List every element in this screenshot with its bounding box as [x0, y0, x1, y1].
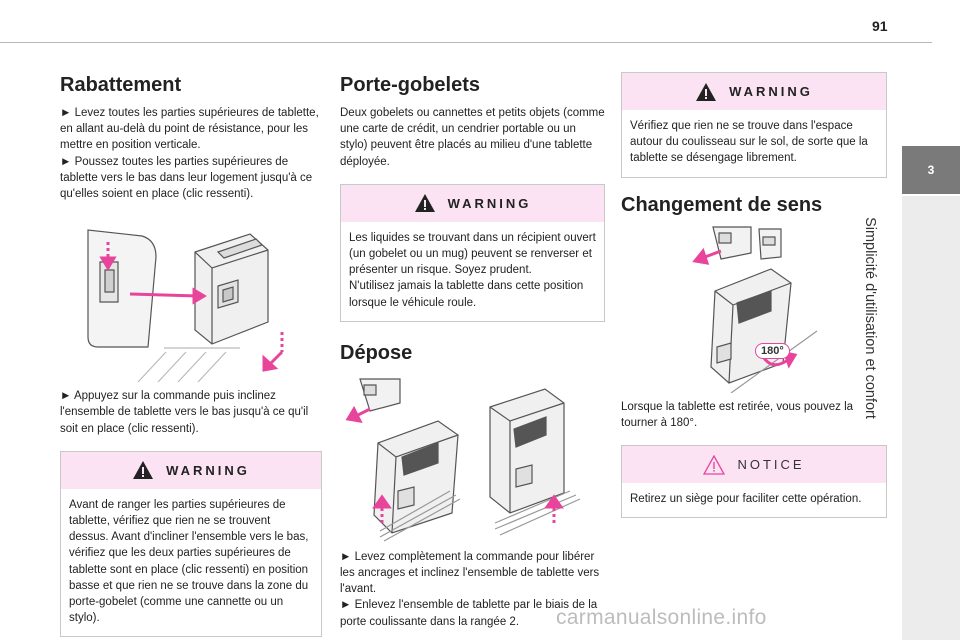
warning-header: WARNING — [341, 184, 604, 222]
removal-step-1: ► Levez complètement la commande pour li… — [340, 550, 600, 596]
notice-title: NOTICE — [737, 457, 805, 473]
warning-header: WARNING — [622, 73, 886, 110]
warning-title: WARNING — [729, 84, 813, 99]
rotation-drawing — [692, 226, 818, 393]
warning-box-coulisseau: WARNING Vérifiez que rien ne se trouve d… — [621, 72, 887, 178]
notice-header: NOTICE — [622, 446, 886, 484]
warning-box-rabattement: WARNING Avant de ranger les parties supé… — [60, 450, 322, 638]
chapter-sidebar — [902, 196, 960, 640]
cupholder-intro: Deux gobelets ou cannettes et petits obj… — [340, 107, 605, 168]
page-number: 91 — [872, 18, 888, 34]
heading-porte-gobelets: Porte-gobelets — [340, 74, 481, 96]
removal-illustration — [345, 378, 581, 542]
warning-line-2: N'utilisez jamais la tablette dans cette… — [349, 280, 584, 309]
heading-depose: Dépose — [340, 341, 413, 364]
warning-title: WARNING — [166, 462, 250, 478]
instruction-1: ► Levez toutes les parties supérieures d… — [60, 107, 319, 152]
instruction-3: ► Appuyez sur la commande puis inclinez … — [60, 390, 309, 435]
notice-triangle-icon — [703, 454, 726, 475]
rotation-note: Lorsque la tablette est retirée, vous po… — [621, 400, 854, 429]
warning-text: Avant de ranger les parties supérieures … — [69, 498, 309, 625]
heading-changement-sens: Changement de sens — [621, 193, 823, 216]
notice-box: NOTICE Retirez un siège pour faciliter c… — [621, 445, 887, 519]
notice-text: Retirez un siège pour faciliter cette op… — [630, 493, 862, 506]
warning-box-liquides: WARNING Les liquides se trouvant dans un… — [340, 183, 605, 322]
removal-step-2: ► Enlevez l'ensemble de tablette par le … — [340, 599, 598, 628]
column-rabattement: Rabattement ► Levez toutes les parties s… — [60, 70, 322, 638]
warning-header: WARNING — [61, 451, 321, 489]
column-changement-sens: WARNING Vérifiez que rien ne se trouve d… — [621, 70, 887, 519]
rotation-illustration: 180° — [621, 223, 887, 393]
folding-tray-illustration — [87, 229, 284, 383]
warning-line-1: Les liquides se trouvant dans un récipie… — [349, 231, 596, 277]
rotation-180-label: 180° — [755, 342, 790, 359]
chapter-tab[interactable]: 3 — [902, 146, 960, 194]
warning-title: WARNING — [447, 195, 532, 211]
warning-triangle-icon — [696, 82, 717, 101]
warning-text: Vérifiez que rien ne se trouve dans l'es… — [630, 120, 868, 165]
warning-triangle-icon — [133, 461, 154, 480]
warning-text: Les liquides se trouvant dans un récipie… — [341, 222, 604, 321]
warning-triangle-icon — [414, 194, 435, 213]
heading-rabattement: Rabattement — [60, 74, 182, 96]
header-rule — [0, 42, 932, 43]
column-porte-gobelets: Porte-gobelets Deux gobelets ou cannette… — [340, 70, 605, 630]
instruction-2: ► Poussez toutes les parties supérieures… — [60, 155, 313, 201]
watermark: carmanualsonline.info — [556, 606, 767, 629]
